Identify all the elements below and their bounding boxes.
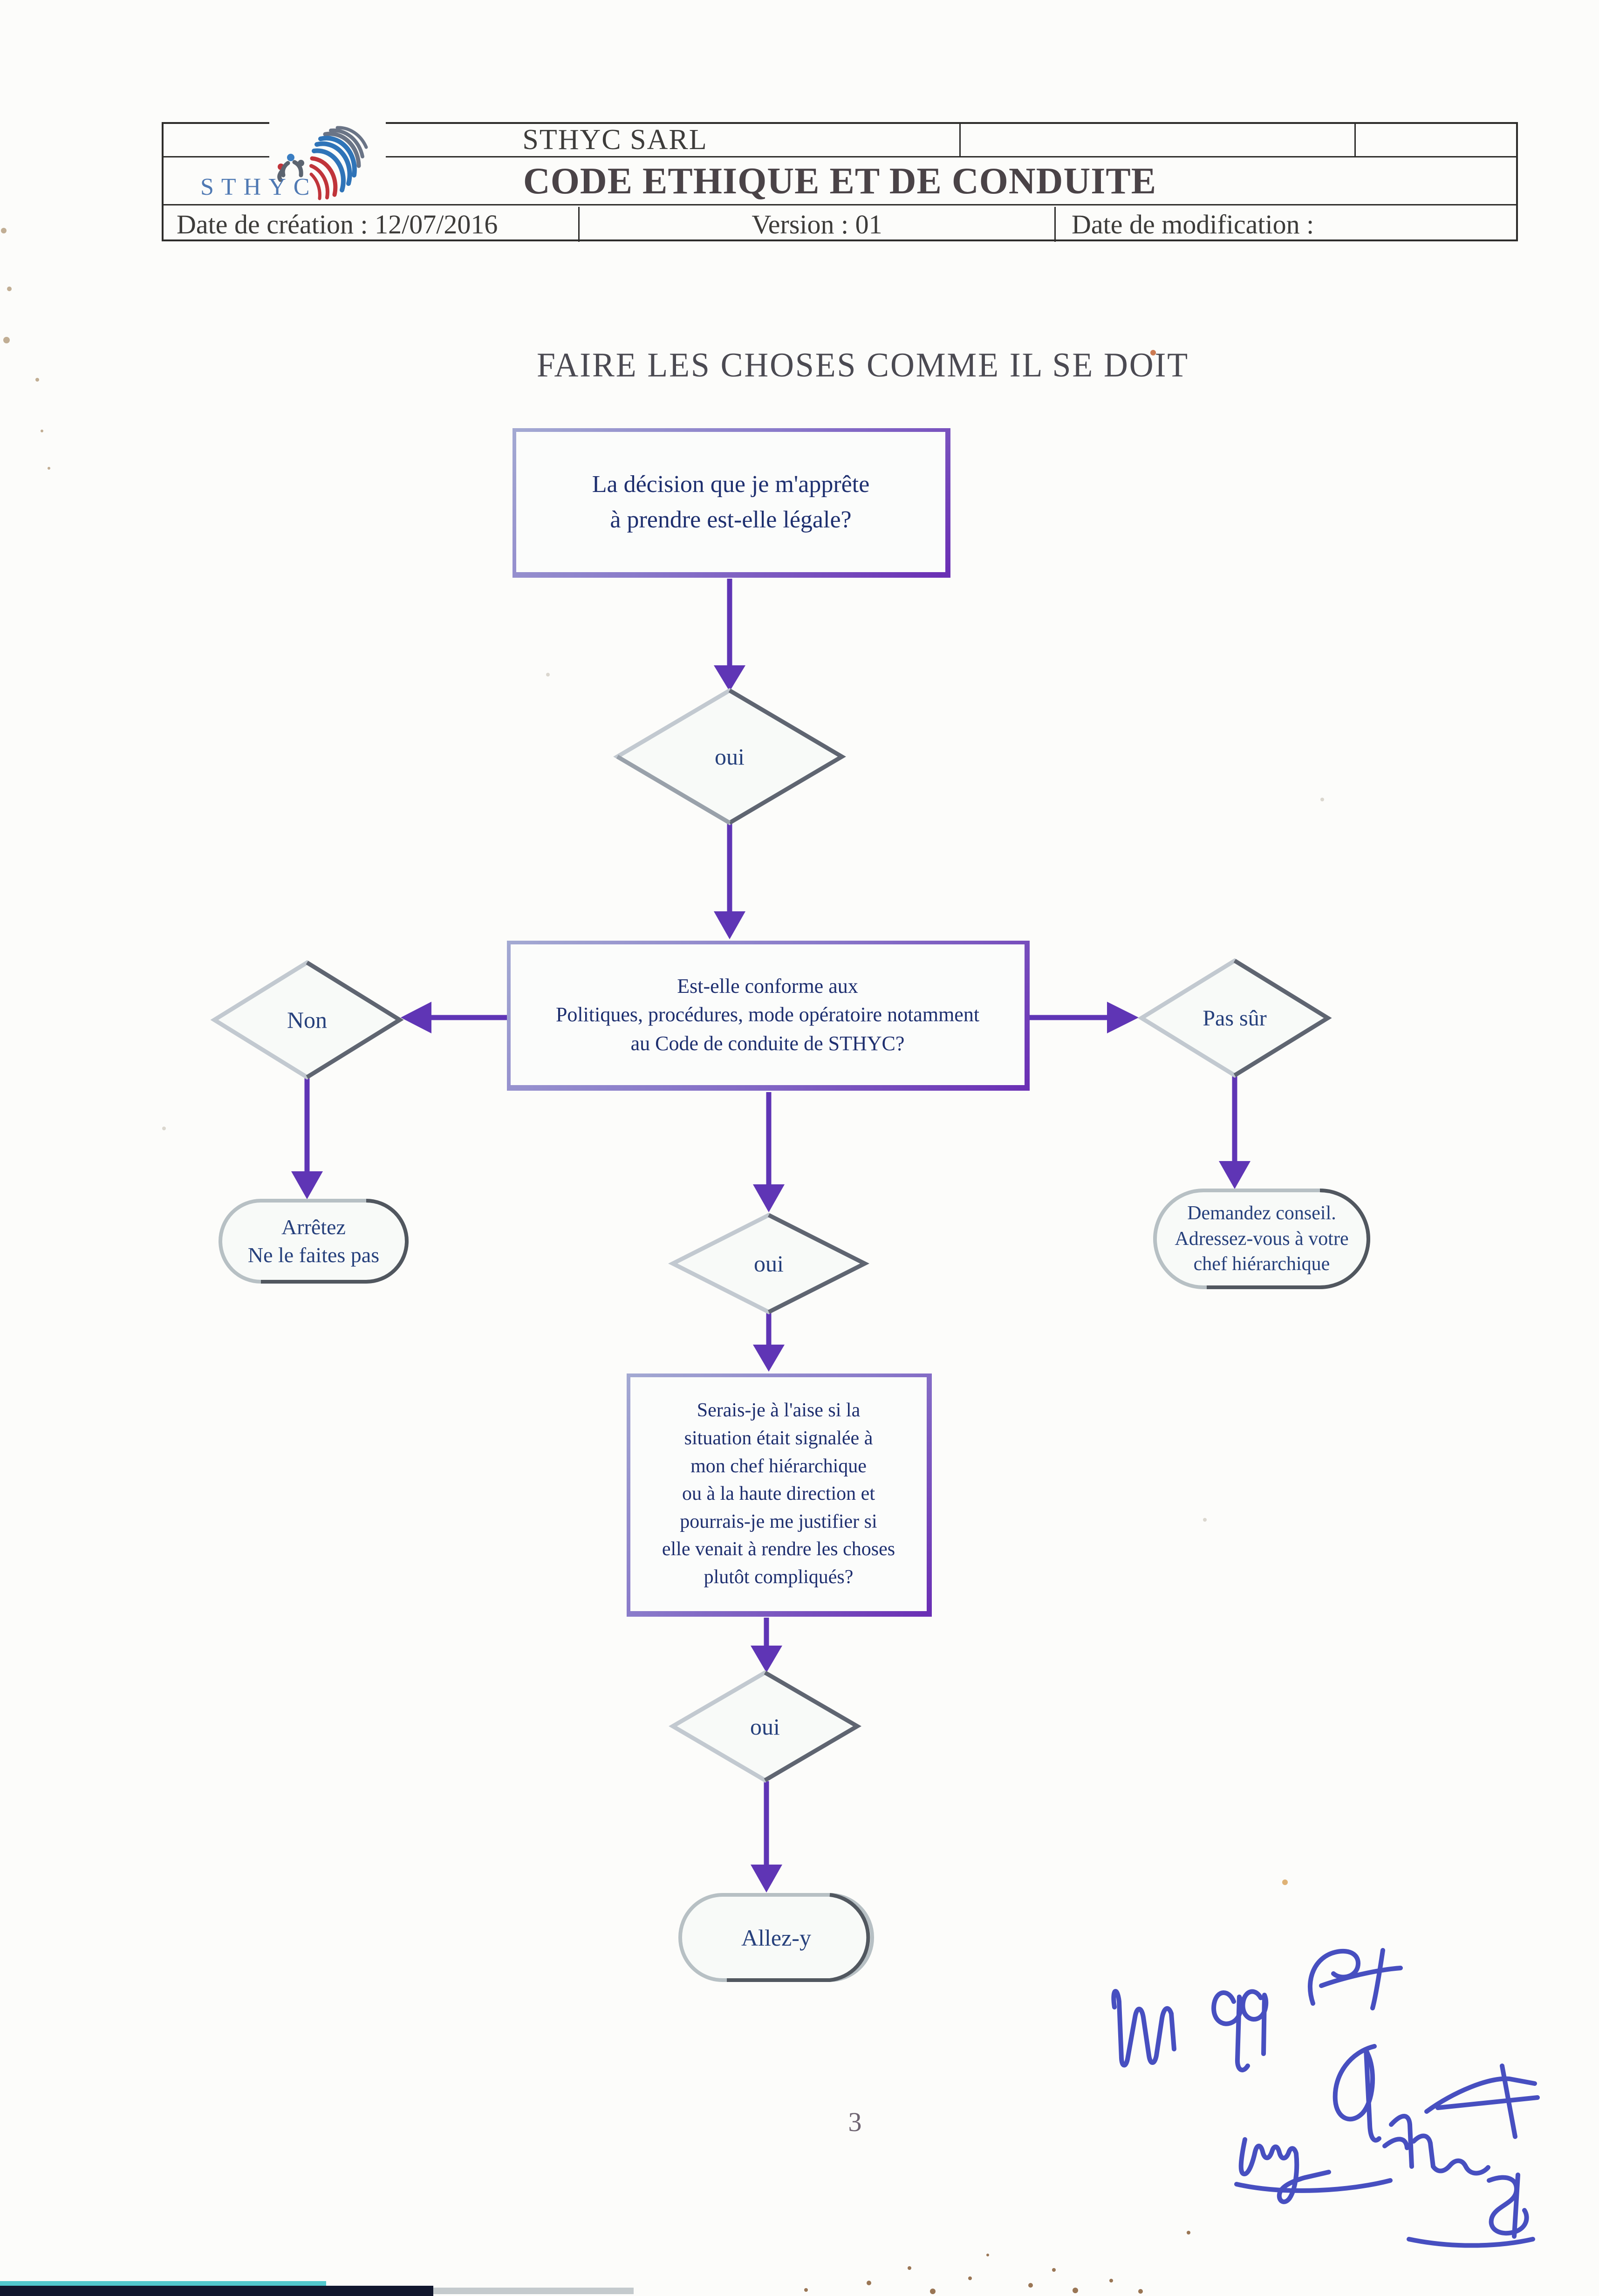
signature-stroke	[1407, 2237, 1535, 2248]
header-empty-cell-2	[1354, 124, 1516, 156]
scan-artifacts	[0, 228, 1324, 2296]
document-title-cell: CODE ETHIQUE ET DE CONDUITE	[164, 159, 1516, 204]
signature-stroke	[1238, 2137, 1331, 2204]
signature-stroke	[1211, 1990, 1250, 2072]
page-heading: FAIRE LES CHOSES COMME IL SE DOIT	[536, 346, 1189, 384]
signature-stroke	[1240, 1989, 1269, 2056]
globe-icon	[309, 126, 368, 200]
terminator-label-stop: Arrêtez Ne le faites pas	[247, 1215, 380, 1267]
signature-stroke	[1319, 1966, 1403, 1988]
signature-stroke	[1234, 2178, 1393, 2193]
header-row-company: STHYC SARL	[164, 124, 1516, 157]
diamond-label-pas-sur: Pas sûr	[1203, 1005, 1267, 1031]
diamond-label-non: Non	[287, 1007, 328, 1033]
header-row-title: CODE ETHIQUE ET DE CONDUITE	[164, 159, 1516, 205]
header-table: STHYC SARL CODE ETHIQUE ET DE CONDUITE D…	[162, 122, 1518, 242]
terminator-pills	[219, 1189, 1370, 1982]
company-name: STHYC SARL	[522, 124, 708, 156]
signature-stroke	[1435, 2095, 1540, 2110]
terminator-label-advice: Demandez conseil. Adressez-vous à votre …	[1175, 1203, 1349, 1275]
header-row-meta: Date de création : 12/07/2016 Version : …	[164, 207, 1516, 242]
signature-stroke	[1411, 2133, 1490, 2176]
diamond-label-oui-2: oui	[754, 1250, 784, 1277]
company-name-cell: STHYC SARL	[164, 124, 959, 156]
signature-ink	[1111, 1948, 1540, 2248]
signature-stroke	[1382, 2137, 1409, 2150]
modification-date: Date de modification :	[1054, 207, 1516, 242]
header-empty-cell-1	[959, 124, 1354, 156]
logo-text: STHYC	[200, 174, 317, 200]
question-box-policies: Est-elle conforme aux Politiques, procéd…	[507, 941, 1030, 1091]
question-box-legal: La décision que je m'apprête à prendre e…	[512, 428, 950, 578]
people-icon	[277, 154, 304, 182]
signature-stroke	[1389, 2114, 1414, 2169]
flow-connectors	[291, 579, 1250, 1893]
company-logo: STHYC	[200, 120, 386, 204]
signature-stroke	[1487, 2175, 1529, 2236]
page-number: 3	[848, 2106, 862, 2137]
signature-stroke	[1512, 2173, 1520, 2239]
question-box-comfort: Serais-je à l'aise si la situation était…	[627, 1374, 932, 1617]
signature-stroke	[1111, 1989, 1176, 2068]
decision-diamonds	[210, 688, 1332, 1783]
creation-date: Date de création : 12/07/2016	[177, 209, 498, 239]
document-title: CODE ETHIQUE ET DE CONDUITE	[523, 161, 1157, 202]
diamond-label-oui-1: oui	[715, 744, 745, 770]
signature-stroke	[1370, 1948, 1385, 2010]
diamond-label-oui-3: oui	[750, 1713, 780, 1740]
version-label: Version : 01	[578, 207, 1054, 242]
signature-stroke	[1332, 2044, 1381, 2143]
terminator-label-go: Allez-y	[741, 1924, 811, 1951]
